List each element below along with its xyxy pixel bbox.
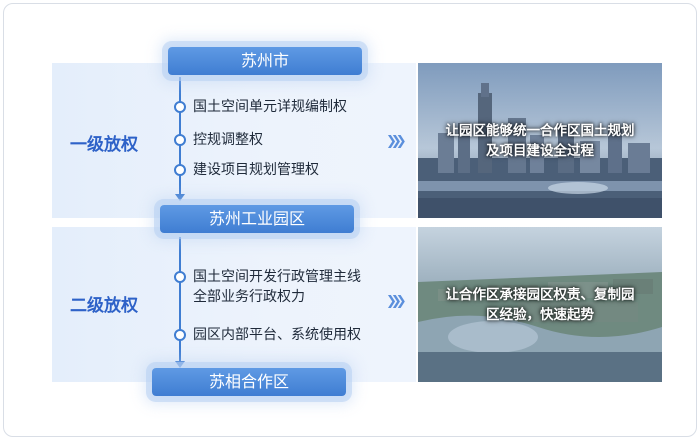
level-2-panel xyxy=(52,227,416,382)
level-2-item: 园区内部平台、系统使用权 xyxy=(193,327,361,343)
level-1-title: 一级放权 xyxy=(70,135,138,155)
bullet-icon xyxy=(174,329,186,341)
node-suxiang-cooperation-zone: 苏相合作区 xyxy=(152,368,346,396)
aerial-lakeside-image: 让合作区承接园区权责、复制园区经验，快速起势 xyxy=(418,227,662,382)
flow-line-2 xyxy=(179,237,181,366)
triple-chevron-right-icon: ❯❯❯ xyxy=(386,294,407,309)
bullet-icon xyxy=(174,101,186,113)
level-1-item: 控规调整权 xyxy=(193,132,263,148)
bullet-icon xyxy=(174,134,186,146)
city-skyline-image: 让园区能够统一合作区国土规划及项目建设全过程 xyxy=(418,63,662,218)
level-2-item: 全部业务行政权力 xyxy=(193,289,305,305)
level-2-item: 国土空间开发行政管理主线 xyxy=(193,269,361,285)
level-1-item: 建设项目规划管理权 xyxy=(193,162,319,178)
flow-arrow-down-icon xyxy=(175,361,185,368)
level-2-result: 让合作区承接园区权责、复制园区经验，快速起势 xyxy=(445,286,635,323)
level-1-item: 国土空间单元详规编制权 xyxy=(193,99,347,115)
bullet-icon xyxy=(174,164,186,176)
flow-arrow-down-icon xyxy=(175,194,185,201)
node-suzhou-city: 苏州市 xyxy=(168,47,362,75)
triple-chevron-right-icon: ❯❯❯ xyxy=(386,134,407,149)
level-2-title: 二级放权 xyxy=(70,296,138,316)
bullet-icon xyxy=(174,271,186,283)
node-suzhou-industrial-park: 苏州工业园区 xyxy=(160,205,354,233)
level-1-result: 让园区能够统一合作区国土规划及项目建设全过程 xyxy=(445,122,635,159)
level-1-panel xyxy=(52,63,416,218)
